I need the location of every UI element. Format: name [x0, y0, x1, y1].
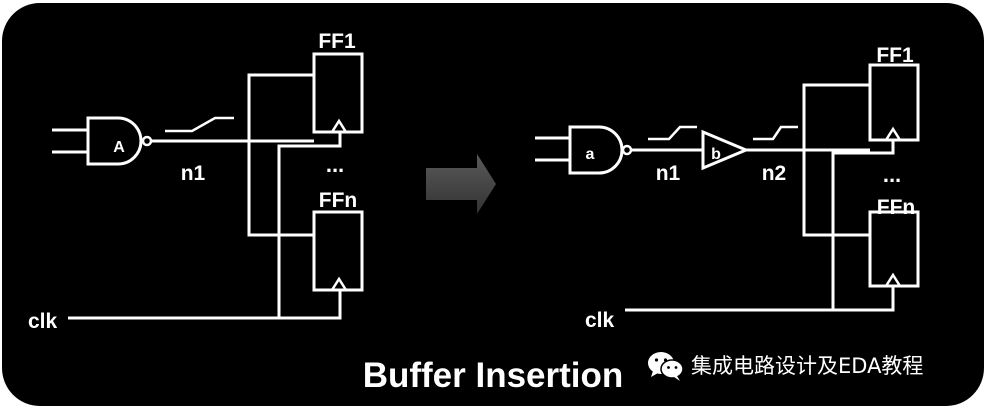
left-n1-waveform: [165, 116, 234, 133]
left-ffn-clk-notch: [330, 276, 348, 291]
right-circuit: a n1 b n2 FF1 ... FFn clk: [535, 44, 920, 332]
left-nand-gate: [86, 116, 143, 166]
right-n1-waveform: [648, 125, 697, 141]
right-clk-wire: [625, 286, 895, 312]
wechat-icon: [648, 352, 684, 381]
right-nand-gate: [568, 125, 624, 175]
left-ff1-clk-notch: [330, 118, 348, 133]
left-ff1-label: FF1: [318, 30, 356, 53]
right-ff1-label: FF1: [876, 44, 914, 67]
left-clk-wire: [68, 290, 342, 320]
left-gate-label: A: [113, 139, 125, 156]
right-gate-label: a: [586, 146, 595, 163]
right-n2-waveform: [753, 125, 798, 141]
right-clk-label: clk: [585, 309, 615, 332]
left-circuit: A n1 FF1 ... FFn clk: [28, 30, 364, 333]
diagram-title: Buffer Insertion: [363, 356, 624, 395]
left-n1-label: n1: [181, 162, 206, 185]
left-clk-label: clk: [28, 310, 58, 333]
transform-arrow: [426, 154, 496, 214]
right-clk-branch: [831, 140, 895, 310]
left-ellipsis: ...: [326, 152, 344, 177]
right-ffn-clk-notch: [884, 272, 902, 287]
panel-background: [2, 3, 984, 406]
right-ellipsis: ...: [883, 162, 901, 187]
right-buffer: [701, 129, 750, 171]
left-ff1-box: [312, 52, 364, 134]
right-ffn-label: FFn: [877, 196, 915, 219]
left-ffn-label: FFn: [319, 189, 357, 212]
left-clk-branch: [277, 132, 342, 318]
right-buffer-label: b: [711, 146, 721, 163]
right-n2-trunk: [802, 83, 870, 237]
right-ff1-clk-notch: [884, 126, 902, 141]
watermark-text: 集成电路设计及EDA教程: [691, 354, 924, 378]
left-ffn-box: [312, 210, 364, 292]
watermark: 集成电路设计及EDA教程: [645, 348, 923, 382]
right-n1-label: n1: [656, 162, 681, 185]
left-n1-trunk: [247, 73, 314, 237]
right-n2-label: n2: [762, 162, 787, 185]
